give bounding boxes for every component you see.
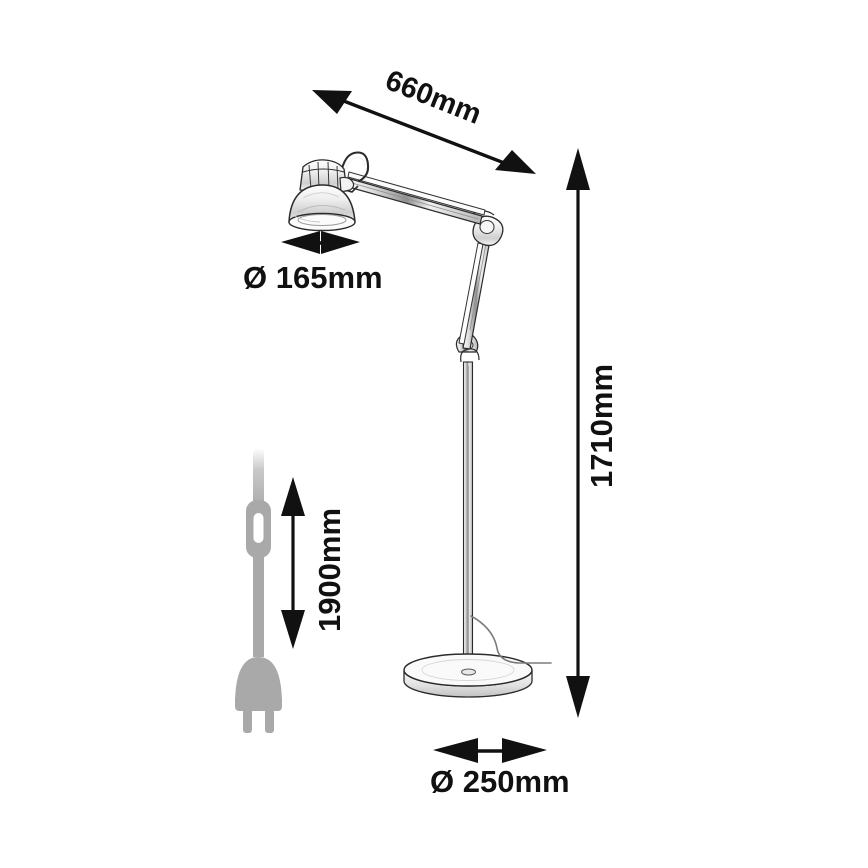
- dimension-cable-1900: 1900mm: [281, 477, 347, 649]
- lamp-shade-dome: [288, 184, 356, 232]
- lamp-upper-arm: [344, 171, 486, 225]
- dimension-label-1900: 1900mm: [312, 508, 347, 632]
- arrowhead-right: [495, 150, 536, 174]
- dimension-base-250: Ø 250mm: [430, 738, 570, 799]
- arrowhead-left: [281, 231, 320, 254]
- arrowhead-left: [433, 738, 478, 763]
- lamp-pole: [462, 361, 474, 678]
- arrowhead-down: [566, 676, 590, 718]
- lamp-power-cable: [470, 615, 552, 664]
- dimension-shade-165: Ø 165mm: [243, 231, 383, 295]
- mains-plug: [235, 657, 282, 733]
- lamp-lower-arm: [458, 227, 493, 350]
- dimension-height-1710: 1710mm: [566, 148, 619, 718]
- dimension-label-250: Ø 250mm: [430, 764, 570, 799]
- arrowhead-right: [321, 231, 360, 254]
- power-cord-accessory: [235, 448, 282, 733]
- lamp-socket-housing: [299, 159, 355, 193]
- lamp-illustration: [288, 151, 552, 698]
- arrowhead-down: [281, 610, 305, 649]
- dimension-label-165: Ø 165mm: [243, 260, 383, 295]
- lamp-base-disc: [403, 653, 533, 698]
- dimension-label-1710: 1710mm: [584, 364, 619, 488]
- arrowhead-left: [312, 90, 352, 114]
- arrowhead-up: [281, 477, 305, 516]
- power-cord: [253, 448, 264, 510]
- arrowhead-right: [502, 738, 547, 763]
- inline-rocker-switch: [246, 500, 271, 558]
- dimension-reach-660: 660mm: [312, 64, 536, 174]
- arrowhead-up: [566, 148, 590, 190]
